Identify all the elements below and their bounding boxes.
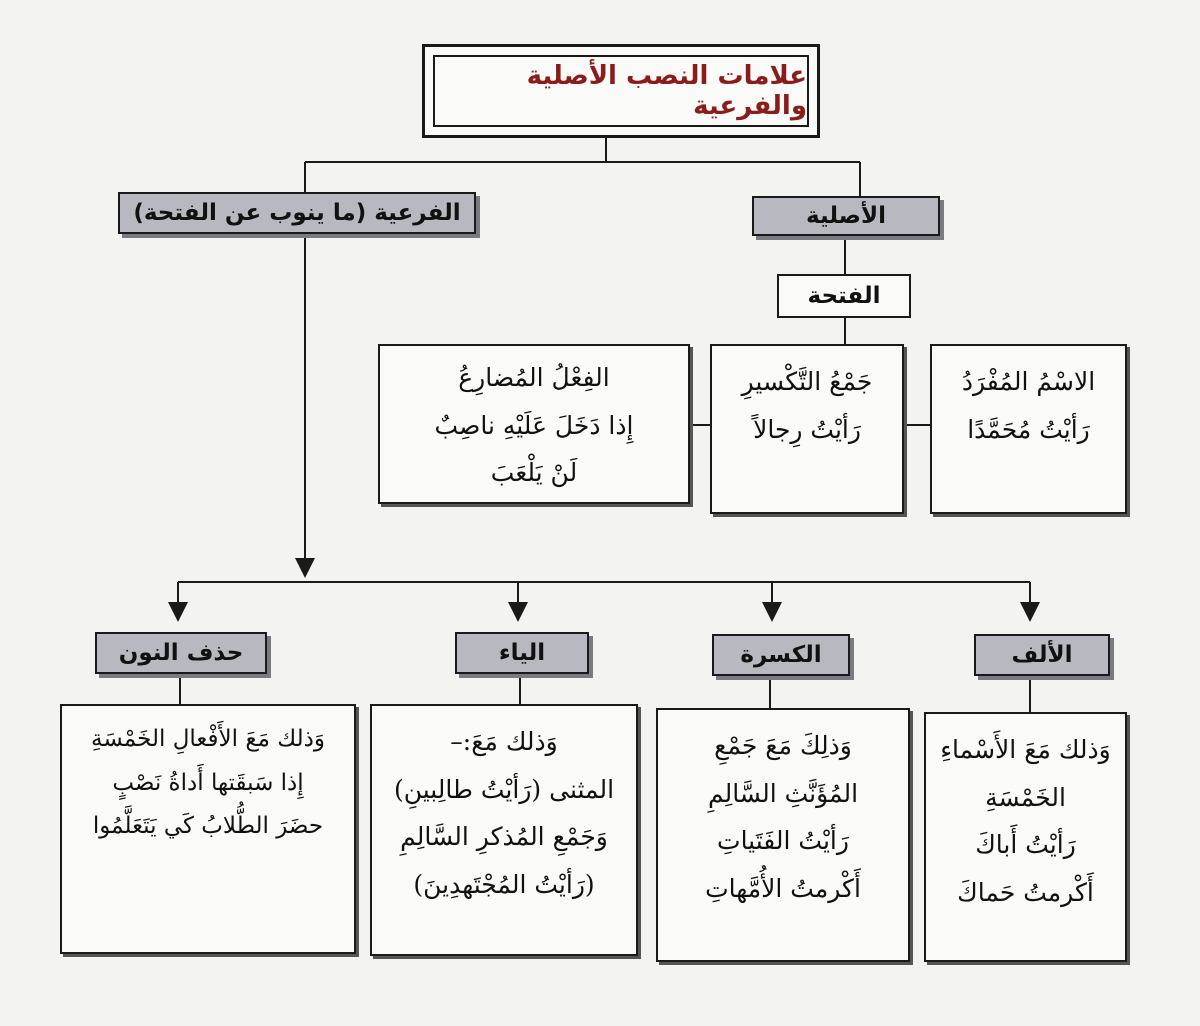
example-line: أَكْرمتُ الأُمَّهاتِ [705,873,861,903]
example-line: وَذلك مَعَ الأَفْعالِ الخَمْسَةِ [91,726,325,752]
kasra-examples-box: وَذلِكَ مَعَ جَمْعِ المُؤَنَّثِ السَّالِ… [656,708,910,962]
case-box-singular-noun: الاسْمُ المُفْرَدُ رَأيْتُ مُحَمَّدًا [930,344,1127,514]
example-line: إِذا سَبقَتها أَداةُ نَصْبٍ [112,769,304,796]
case-line: إِذا دَخَلَ عَلَيْهِ ناصِبٌ [434,410,634,440]
case-line: الاسْمُ المُفْرَدُ [961,367,1096,396]
example-line: أَكْرمتُ حَماكَ [957,877,1094,907]
example-line: وَذلِكَ مَعَ جَمْعِ [714,731,852,760]
case-line: رَأيْتُ رِجالاً [753,414,861,444]
example-line: الخَمْسَةِ [985,782,1066,812]
case-line: الفِعْلُ المُضارِعُ [458,363,610,392]
example-line: حضَرَ الطُّلابُ كَي يَتَعَلَّمُوا [92,813,324,840]
case-box-present-verb: الفِعْلُ المُضارِعُ إِذا دَخَلَ عَلَيْهِ… [378,344,690,504]
example-line: رَأيْتُ الفَتَياتِ [717,826,849,855]
example-line: المُؤَنَّثِ السَّالِمِ [707,778,859,808]
diagram-title-box: علامات النصب الأصلية والفرعية [422,44,820,138]
ya-label: الياء [455,632,589,674]
example-line: وَذلك مَعَ الأَسْماءِ [940,735,1111,764]
secondary-branch-label: الفرعية (ما ينوب عن الفتحة) [118,192,476,234]
alif-examples-box: وَذلك مَعَ الأَسْماءِ الخَمْسَةِ رَأيْتُ… [924,712,1127,962]
case-line: رَأيْتُ مُحَمَّدًا [967,414,1090,444]
case-line: جَمْعُ التَّكْسيرِ [741,367,873,396]
ya-examples-box: وَذلك مَعَ:– المثنى (رَأيْتُ طالِبينِ) و… [370,704,638,956]
case-line: لَنْ يَلْعَبَ [490,458,578,487]
example-line: وَجَمْعِ المُذكرِ السَّالِمِ [400,822,608,851]
kasra-label: الكسرة [712,634,850,676]
example-line: المثنى (رَأيْتُ طالِبينِ) [393,774,615,804]
nun-deletion-examples-box: وَذلك مَعَ الأَفْعالِ الخَمْسَةِ إِذا سَ… [60,704,356,954]
original-branch-label: الأصلية [752,196,940,236]
example-line: رَأيْتُ أَباكَ [975,830,1076,859]
diagram-title: علامات النصب الأصلية والفرعية [526,61,807,121]
nun-deletion-label: حذف النون [95,632,267,674]
case-box-broken-plural: جَمْعُ التَّكْسيرِ رَأيْتُ رِجالاً [710,344,904,514]
diagram-title-inner: علامات النصب الأصلية والفرعية [433,55,809,127]
example-line: وَذلك مَعَ:– [450,727,558,756]
fatha-label: الفتحة [777,274,911,318]
example-line: (رَأيْتُ المُجْتَهدِينَ) [413,869,595,899]
alif-label: الألف [974,634,1110,676]
